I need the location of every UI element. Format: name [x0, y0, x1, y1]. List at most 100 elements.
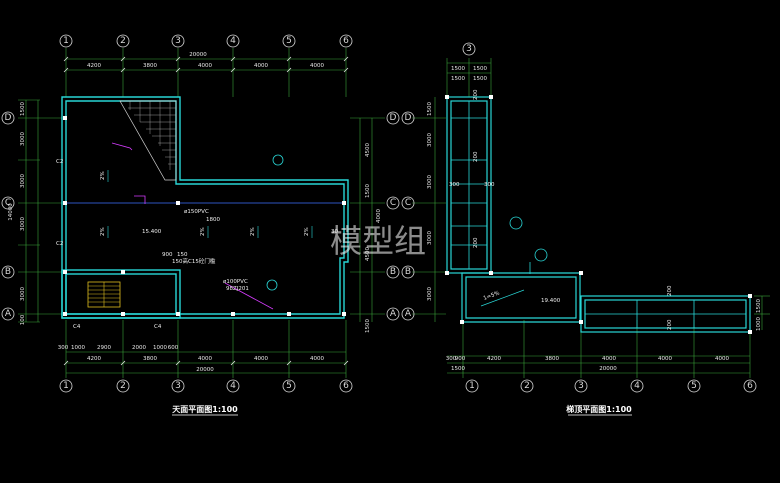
- left-axis-left: D C B A: [1, 111, 15, 321]
- dim-text: 1500: [756, 299, 762, 313]
- value-label: 300: [484, 182, 495, 188]
- left-slope-arrows: [107, 170, 313, 238]
- column-label: C2: [56, 159, 63, 165]
- dim-note: 900: [162, 252, 173, 258]
- dim-text: 1500: [20, 102, 26, 116]
- column-label: C2: [56, 241, 63, 247]
- axis-label: 1: [63, 381, 69, 391]
- dim-text: 300: [58, 345, 69, 351]
- dim-text: 4500: [365, 247, 371, 261]
- axis-label: 3: [466, 44, 472, 54]
- column-label: C4: [73, 324, 81, 330]
- column-label: C4: [154, 324, 162, 330]
- right-dim-texts: 1500 1500 1500 1500 1500 3000 3000 3000 …: [427, 66, 762, 372]
- dim-text: 3000: [427, 133, 433, 147]
- left-grid-lines: [18, 48, 385, 378]
- dim-text: 3000: [427, 175, 433, 189]
- left-columns: [63, 116, 346, 316]
- axis-label: A: [390, 309, 397, 319]
- dim-text: 4000: [715, 356, 729, 362]
- left-axis-top: 1 2 3 4 5 6: [59, 34, 353, 48]
- dim-text: 3800: [545, 356, 559, 362]
- dim-text: 4000: [198, 63, 212, 69]
- value-label: 200: [667, 285, 673, 296]
- pipe-note: ø150PVC: [184, 209, 209, 215]
- dim-text: 20000: [599, 366, 617, 372]
- dim-text: 3000: [20, 174, 26, 188]
- left-stair: [87, 281, 121, 308]
- dim-text: 3000: [20, 217, 26, 231]
- dim-text: 20000: [189, 52, 207, 58]
- dim-text: 1500: [451, 366, 465, 372]
- dim-text: 3800: [143, 356, 157, 362]
- dim-text: 4000: [254, 356, 268, 362]
- axis-label: 2: [524, 381, 530, 391]
- right-notes: 1=5% 19.400 200 200 300 300 200 200 200: [449, 89, 673, 330]
- elevation-note: 15.400: [142, 229, 162, 235]
- value-label: 30: [331, 229, 338, 235]
- right-plan-title: 梯顶平面图1:100: [566, 404, 632, 414]
- dim-text: 900: [455, 356, 466, 362]
- slope-note: 2%: [200, 227, 206, 236]
- left-plan: 1 2 3 4 5 6 1 2 3 4 5 6: [1, 34, 400, 416]
- dim-text: 4000: [310, 63, 324, 69]
- axis-label: 1: [469, 381, 475, 391]
- dim-text: 14000: [8, 203, 14, 221]
- dim-text: 4500: [365, 143, 371, 157]
- axis-label: 3: [175, 381, 181, 391]
- slope-note: 2%: [100, 171, 106, 180]
- right-grid-lines: [412, 58, 770, 378]
- dim-text: 600: [168, 345, 179, 351]
- dim-text: 1000: [153, 345, 167, 351]
- axis-label: D: [405, 113, 412, 123]
- right-tower-grid: [451, 101, 746, 328]
- axis-label: 1: [63, 36, 69, 46]
- axis-label: 2: [120, 381, 126, 391]
- left-skylight-grid: [119, 100, 177, 181]
- dim-text: 1000: [71, 345, 85, 351]
- axis-label: 4: [634, 381, 640, 391]
- dim-text: 2900: [97, 345, 111, 351]
- axis-label: 5: [286, 381, 292, 391]
- axis-label: 5: [691, 381, 697, 391]
- left-walls: [61, 96, 349, 319]
- dim-text: 20000: [196, 367, 214, 373]
- axis-label: D: [390, 113, 397, 123]
- pipe-ref-note: 98ZJ201: [226, 286, 249, 292]
- axis-label: B: [390, 267, 396, 277]
- left-axis-right: D C B A: [386, 111, 400, 321]
- dim-text: 4000: [310, 356, 324, 362]
- axis-label: D: [5, 113, 12, 123]
- right-plan: 3 1 2 3 4 5 6 D C B A: [401, 42, 770, 416]
- axis-label: 5: [286, 36, 292, 46]
- dim-text: 1500: [451, 66, 465, 72]
- axis-label: 6: [343, 381, 349, 391]
- pipe-note: ø100PVC: [223, 279, 248, 285]
- left-dim-texts: 20000 4200 3800 4000 4000 4000 300 1000 …: [8, 52, 382, 373]
- dim-text: 4000: [198, 356, 212, 362]
- axis-label: C: [5, 198, 11, 208]
- axis-label: A: [5, 309, 12, 319]
- slope-note: 2%: [250, 227, 256, 236]
- value-label: 300: [449, 182, 460, 188]
- left-pipes: [111, 142, 274, 310]
- dim-text: 4000: [602, 356, 616, 362]
- left-drains: [266, 154, 284, 291]
- dim-note: 1800: [206, 217, 220, 223]
- axis-label: 3: [175, 36, 181, 46]
- left-axis-bottom: 1 2 3 4 5 6: [59, 379, 353, 393]
- slope-note: 1=5%: [483, 290, 501, 301]
- watermark-logo: 模型组: [330, 222, 426, 260]
- wall-note: 150高C15砼门槛: [172, 257, 216, 265]
- axis-label: 3: [578, 381, 584, 391]
- dim-text: 3000: [427, 231, 433, 245]
- left-notes: ø150PVC 1800 15.400 2% 2% 2% 2% 2% 150高C…: [56, 159, 338, 330]
- dim-text: 4200: [87, 356, 101, 362]
- dim-text: 3000: [427, 287, 433, 301]
- dim-text: 4000: [376, 209, 382, 223]
- elevation-note: 19.400: [541, 298, 561, 304]
- dim-text: 4000: [658, 356, 672, 362]
- dim-text: 2000: [132, 345, 146, 351]
- axis-label: 6: [747, 381, 753, 391]
- slope-note: 2%: [100, 227, 106, 236]
